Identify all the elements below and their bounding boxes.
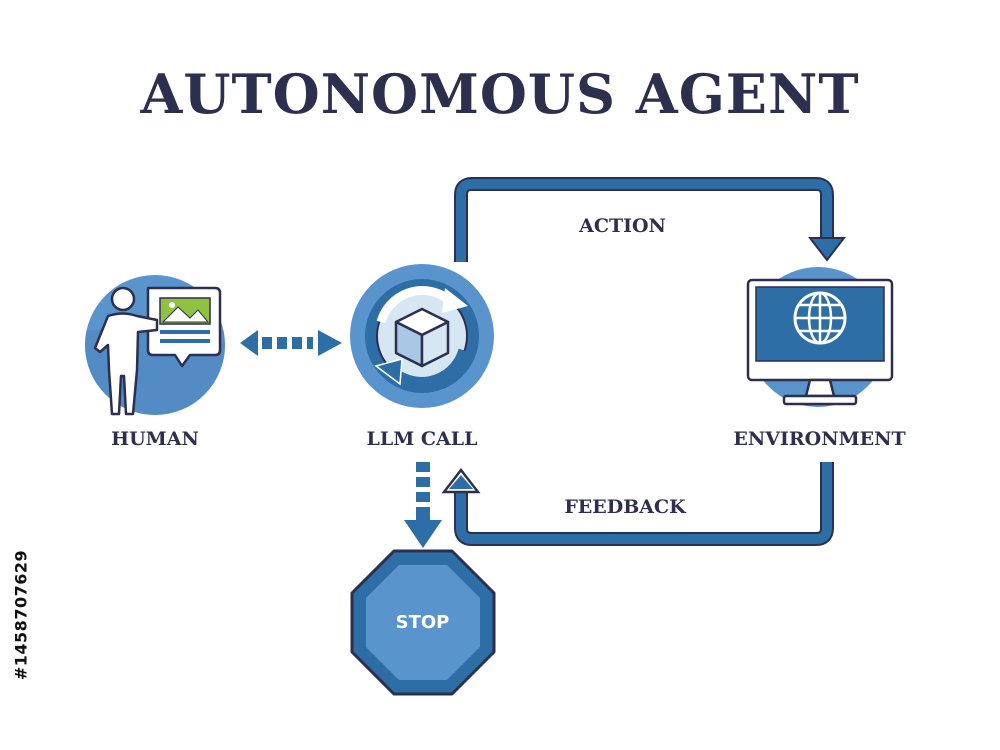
human-llm-exchange-arrow (240, 330, 342, 356)
stock-id-text: #1458707629 (11, 549, 31, 681)
llm-call-label: LLM CALL (366, 428, 478, 450)
stock-id-watermark: #1458707629 (10, 505, 32, 725)
action-label: ACTION (579, 215, 666, 237)
feedback-label: FEEDBACK (564, 496, 686, 518)
action-arrow (454, 177, 847, 262)
stop-sign-icon (350, 549, 496, 696)
diagram-title: AUTONOMOUS AGENT (140, 62, 860, 126)
person-presenting-icon (85, 275, 225, 416)
llm-stop-arrow (404, 462, 442, 548)
globe-icon (793, 291, 847, 345)
monitor-globe-icon (746, 267, 894, 407)
human-label: HUMAN (111, 428, 199, 450)
cube-cycle-icon (350, 264, 494, 408)
feedback-arrow (441, 462, 834, 546)
stop-label: STOP (395, 612, 450, 633)
environment-label: ENVIRONMENT (733, 428, 906, 450)
